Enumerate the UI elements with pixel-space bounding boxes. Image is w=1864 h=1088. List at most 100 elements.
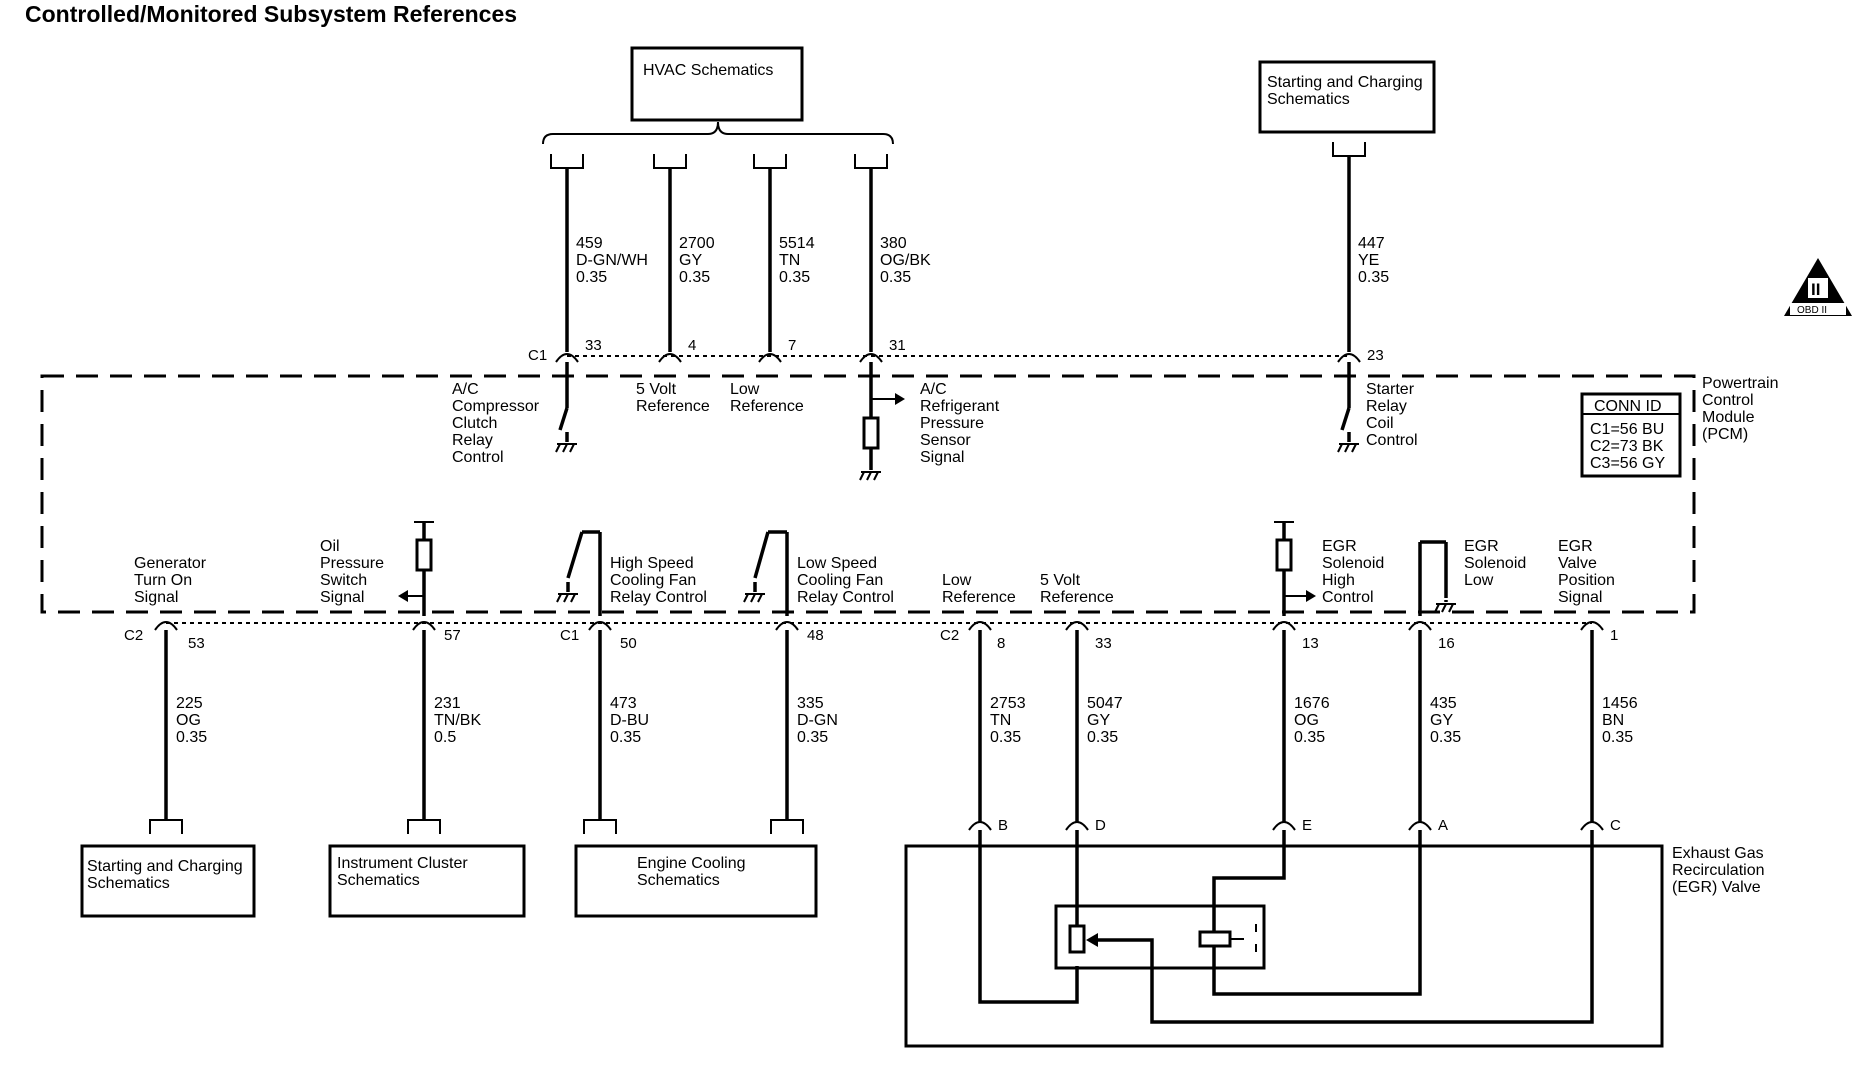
diagram-title: Controlled/Monitored Subsystem Reference… (25, 1, 517, 27)
svg-text:Pressure: Pressure (320, 555, 384, 572)
bottom-wire-labels: 225 OG 0.35 231 TN/BK 0.5 473 D-BU 0.35 … (176, 695, 1638, 746)
svg-text:BN: BN (1602, 712, 1624, 729)
svg-text:OG: OG (176, 712, 201, 729)
svg-text:OG: OG (1294, 712, 1319, 729)
egr-valve (904, 830, 1664, 1048)
pin-4-top: 4 (688, 337, 696, 354)
svg-text:5 Volt: 5 Volt (636, 381, 677, 398)
svg-text:Starter: Starter (1366, 381, 1415, 398)
svg-text:0.35: 0.35 (1602, 729, 1633, 746)
svg-text:C2=73 BK: C2=73 BK (1590, 438, 1664, 455)
svg-text:0.5: 0.5 (434, 729, 456, 746)
starting-top-label-2: Schematics (1267, 91, 1350, 108)
svg-text:Control: Control (452, 449, 504, 466)
wire-380-gauge: 0.35 (880, 269, 911, 286)
svg-text:Relay: Relay (1366, 398, 1407, 415)
svg-text:5047: 5047 (1087, 695, 1123, 712)
svg-text:225: 225 (176, 695, 203, 712)
bottom-c1-label: C1 (560, 627, 579, 644)
svg-text:13: 13 (1302, 635, 1319, 652)
svg-text:B: B (998, 817, 1008, 834)
svg-text:Exhaust Gas: Exhaust Gas (1672, 845, 1764, 862)
svg-text:(EGR) Valve: (EGR) Valve (1672, 879, 1761, 896)
instrument-cluster-box: Instrument Cluster Schematics (328, 844, 526, 918)
svg-text:473: 473 (610, 695, 637, 712)
svg-text:Solenoid: Solenoid (1322, 555, 1384, 572)
top-wire-labels: 459 D-GN/WH 0.35 2700 GY 0.35 5514 TN 0.… (576, 235, 1389, 286)
svg-text:Relay: Relay (452, 432, 493, 449)
engine-cooling-box: Engine Cooling Schematics (574, 844, 818, 918)
svg-text:II: II (1811, 280, 1820, 299)
svg-text:50: 50 (620, 635, 637, 652)
oil-pressure-internal (398, 521, 434, 616)
high-speed-fan-switch (556, 530, 602, 616)
svg-text:Reference: Reference (1040, 589, 1114, 606)
svg-text:Starting and Charging: Starting and Charging (87, 858, 243, 875)
svg-text:(PCM): (PCM) (1702, 426, 1748, 443)
svg-text:0.35: 0.35 (1430, 729, 1461, 746)
svg-text:Schematics: Schematics (337, 872, 420, 889)
starting-top-label-1: Starting and Charging (1267, 74, 1423, 91)
pin-33-top: 33 (585, 337, 602, 354)
top-terminals (550, 142, 1366, 169)
top-wire-lines (565, 156, 1351, 352)
svg-text:Low: Low (1464, 572, 1494, 589)
wire-2700-gauge: 0.35 (679, 269, 710, 286)
svg-text:231: 231 (434, 695, 461, 712)
svg-text:D: D (1095, 817, 1106, 834)
svg-text:Signal: Signal (320, 589, 364, 606)
svg-text:A: A (1438, 817, 1448, 834)
egr-low-control-internal (1418, 540, 1456, 616)
wire-5514-circuit: 5514 (779, 235, 815, 252)
svg-text:Relay Control: Relay Control (797, 589, 894, 606)
svg-text:435: 435 (1430, 695, 1457, 712)
svg-text:0.35: 0.35 (797, 729, 828, 746)
svg-text:Low: Low (942, 572, 972, 589)
svg-text:0.35: 0.35 (990, 729, 1021, 746)
svg-text:0.35: 0.35 (1294, 729, 1325, 746)
svg-text:Signal: Signal (1558, 589, 1602, 606)
obd-ii-logo: II OBD II (1784, 258, 1852, 316)
svg-text:High: High (1322, 572, 1355, 589)
svg-text:8: 8 (997, 635, 1005, 652)
svg-text:2753: 2753 (990, 695, 1026, 712)
svg-text:Solenoid: Solenoid (1464, 555, 1526, 572)
svg-text:TN/BK: TN/BK (434, 712, 481, 729)
svg-text:48: 48 (807, 627, 824, 644)
wire-380-color: OG/BK (880, 252, 931, 269)
starter-relay-switch (1337, 362, 1359, 453)
egr-high-control-internal (1274, 521, 1316, 616)
wire-459-color: D-GN/WH (576, 252, 648, 269)
svg-text:57: 57 (444, 627, 461, 644)
svg-text:Low Speed: Low Speed (797, 555, 877, 572)
wire-380-circuit: 380 (880, 235, 907, 252)
svg-text:EGR: EGR (1558, 538, 1593, 555)
top-c1-label: C1 (528, 347, 547, 364)
wire-459-circuit: 459 (576, 235, 603, 252)
bottom-connectors: C2 C1 C2 53 57 50 48 8 33 13 16 1 (124, 621, 1618, 652)
wire-459-gauge: 0.35 (576, 269, 607, 286)
svg-text:D-BU: D-BU (610, 712, 649, 729)
svg-text:Reference: Reference (942, 589, 1016, 606)
svg-text:33: 33 (1095, 635, 1112, 652)
svg-text:Instrument Cluster: Instrument Cluster (337, 855, 468, 872)
svg-text:Turn On: Turn On (134, 572, 192, 589)
svg-text:53: 53 (188, 635, 205, 652)
top-function-labels: A/C Compressor Clutch Relay Control 5 Vo… (452, 381, 1418, 466)
svg-text:1: 1 (1610, 627, 1618, 644)
svg-text:D-GN: D-GN (797, 712, 838, 729)
svg-text:C1=56 BU: C1=56 BU (1590, 421, 1664, 438)
starting-charging-bottom-box: Starting and Charging Schematics (80, 844, 256, 918)
pin-7-top: 7 (788, 337, 796, 354)
bottom-function-labels: Generator Turn On Signal Oil Pressure Sw… (134, 538, 1615, 606)
pcm-boundary (40, 374, 1696, 614)
svg-text:Module: Module (1702, 409, 1755, 426)
svg-text:EGR: EGR (1464, 538, 1499, 555)
svg-text:Pressure: Pressure (920, 415, 984, 432)
svg-text:Coil: Coil (1366, 415, 1394, 432)
ac-refrigerant-sensor (859, 362, 905, 481)
svg-text:Signal: Signal (134, 589, 178, 606)
svg-text:A/C: A/C (452, 381, 479, 398)
svg-text:Sensor: Sensor (920, 432, 971, 449)
